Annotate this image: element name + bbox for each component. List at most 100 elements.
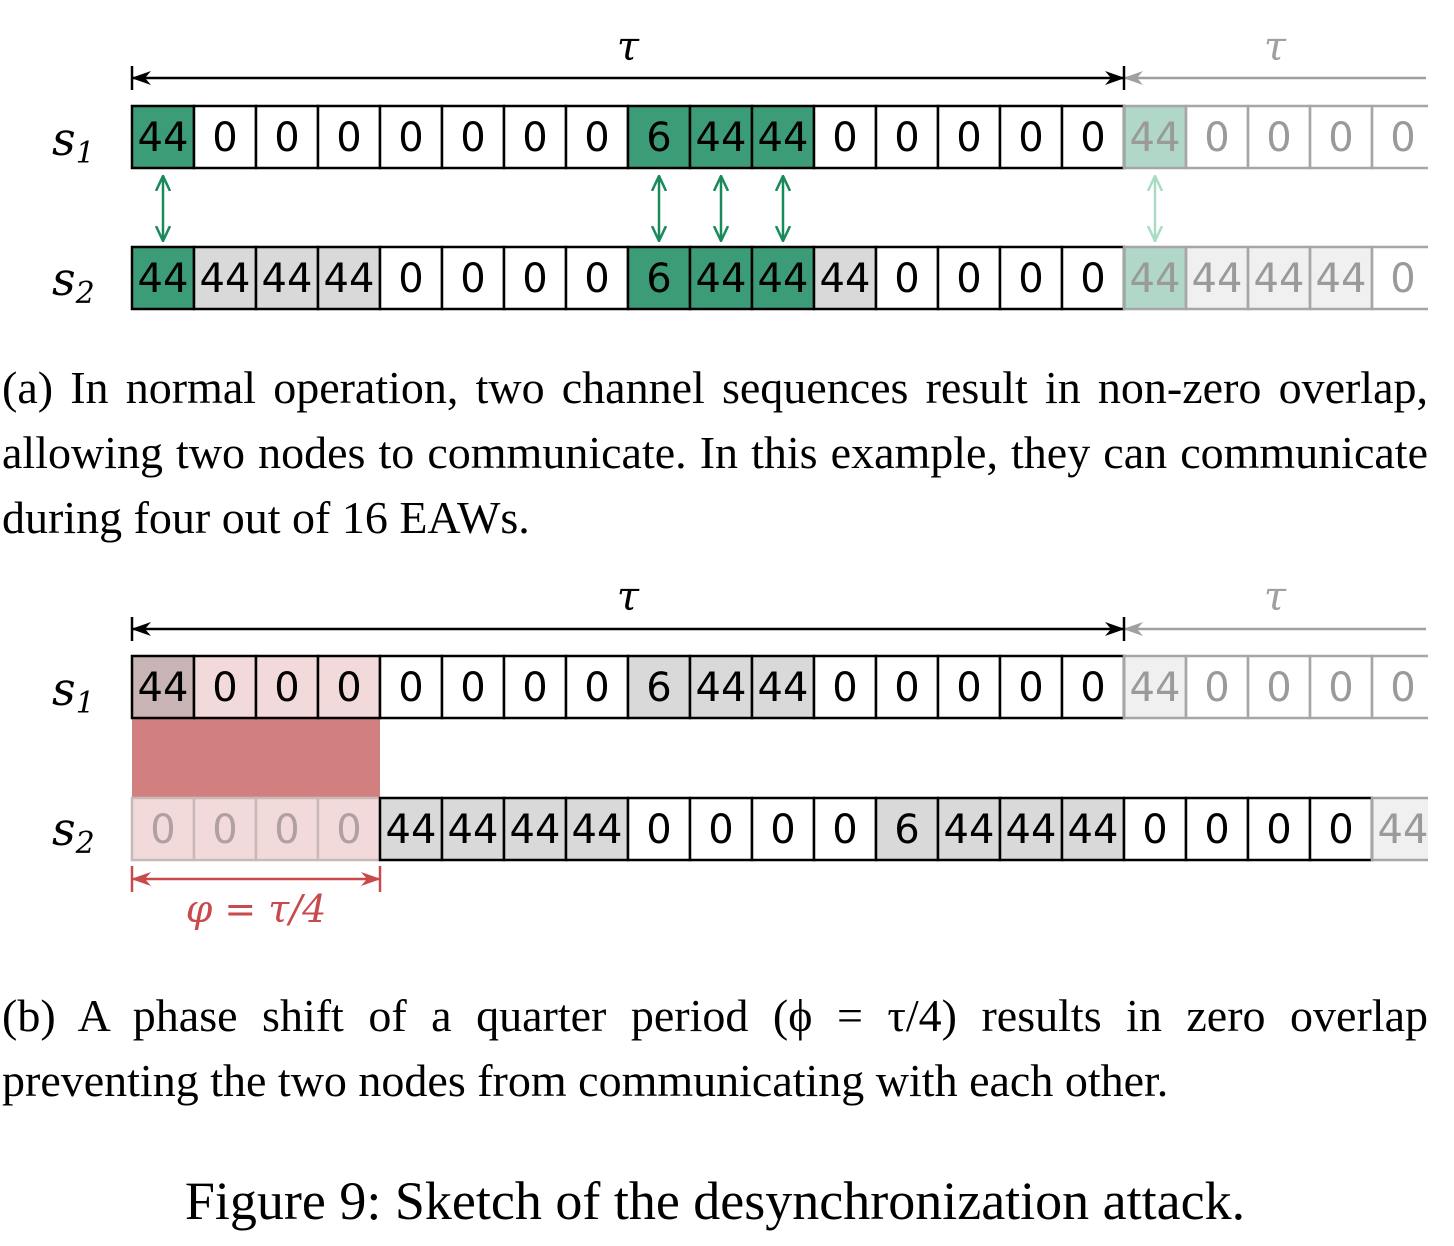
panel-b-s2-cell-value: 44 bbox=[944, 807, 995, 853]
panel-b-s2-cell bbox=[1246, 796, 1312, 862]
panel-a-s2-cell bbox=[378, 245, 444, 311]
panel-b-s1-next-cell-value: 44 bbox=[1130, 665, 1181, 711]
panel-a-s2-cell-value: 44 bbox=[758, 256, 809, 302]
panel-a-s1-cell-value: 0 bbox=[398, 115, 423, 161]
panel-b-s2-cell bbox=[750, 796, 816, 862]
panel-b-s1-next-cell-value: 0 bbox=[1266, 665, 1291, 711]
panel-a-s2-cell-value: 0 bbox=[1018, 256, 1043, 302]
panel-b-s1-next-cell bbox=[1122, 654, 1188, 720]
panel-a-s2-cell-value: 44 bbox=[324, 256, 375, 302]
panel-b-s2-cell bbox=[1308, 796, 1374, 862]
panel-b-s2-cell-value: 44 bbox=[386, 807, 437, 853]
panel-b-tau-next-label: τ bbox=[1264, 574, 1287, 620]
panel-b-s1-cell bbox=[192, 654, 258, 720]
panel-a-s1-cell bbox=[254, 104, 320, 170]
panel-a-s2-next-cell-value: 44 bbox=[1254, 256, 1305, 302]
panel-b-s2-shifted-cell-value: 0 bbox=[274, 807, 299, 853]
panel-b-s2-cell-value: 0 bbox=[1204, 807, 1229, 853]
panel-b-s1-cell bbox=[378, 654, 444, 720]
panel-a-tau-label: τ bbox=[617, 24, 640, 70]
row-edge-mask bbox=[1428, 652, 1454, 722]
panel-b-s2-cell bbox=[874, 796, 940, 862]
panel-a-s1-cell-value: 44 bbox=[758, 115, 809, 161]
panel-a-s1-cell-value: 0 bbox=[522, 115, 547, 161]
row-edge-mask bbox=[1428, 794, 1454, 864]
panel-a-s2-cell bbox=[874, 245, 940, 311]
panel-a-s1-cell-value: 6 bbox=[646, 115, 671, 161]
panel-a-s1-cell-value: 0 bbox=[832, 115, 857, 161]
panel-b-s2-cell-value: 44 bbox=[572, 807, 623, 853]
panel-a-s2-next-cell bbox=[1122, 245, 1188, 311]
panel-a-s1-cell-value: 44 bbox=[138, 115, 189, 161]
panel-a-s2-cell bbox=[254, 245, 320, 311]
panel-b-s1-cell bbox=[254, 654, 320, 720]
panel-b-s2-shifted-cell-value: 0 bbox=[336, 807, 361, 853]
panel-a-s1-next-cell-value: 44 bbox=[1130, 115, 1181, 161]
panel-a-s1-cell-value: 0 bbox=[584, 115, 609, 161]
panel-a-s2-cell bbox=[440, 245, 506, 311]
panel-a-s1-cell bbox=[316, 104, 382, 170]
panel-a-s1-cell bbox=[874, 104, 940, 170]
panel-a-s2-cell bbox=[626, 245, 692, 311]
panel-a-s1-next-cell bbox=[1370, 104, 1436, 170]
panel-b-s2-next-cell-value: 44 bbox=[1378, 807, 1429, 853]
panel-b-s1-cell-value: 0 bbox=[274, 665, 299, 711]
panel-b-s1-next-cell bbox=[1246, 654, 1312, 720]
panel-b-s2-next-cell bbox=[1370, 796, 1436, 862]
panel-b-s1-cell bbox=[874, 654, 940, 720]
panel-a-s1-cell bbox=[626, 104, 692, 170]
panel-a-s2-cell-value: 0 bbox=[584, 256, 609, 302]
panel-a-s1-next-cell-value: 0 bbox=[1204, 115, 1229, 161]
panel-b-s2-cell bbox=[378, 796, 444, 862]
panel-b-s2-cell bbox=[564, 796, 630, 862]
panel-b-s1-cell bbox=[936, 654, 1002, 720]
panel-a-s2-next-cell-value: 44 bbox=[1130, 256, 1181, 302]
panel-b-s2-shifted-cell-value: 0 bbox=[212, 807, 237, 853]
figure-caption: Figure 9: Sketch of the desynchronizatio… bbox=[184, 1171, 1246, 1231]
panel-b-s1-label: s1 bbox=[52, 662, 95, 721]
panel-a-s1-label: s1 bbox=[52, 112, 95, 171]
panel-b-s1-cell-value: 0 bbox=[832, 665, 857, 711]
panel-b-s2-shifted-cell-value: 0 bbox=[150, 807, 175, 853]
panel-b-s2-cell-value: 6 bbox=[894, 807, 919, 853]
panel-a-s1-cell-value: 0 bbox=[460, 115, 485, 161]
panel-b-s1-cell bbox=[688, 654, 754, 720]
panel-a-s2-next-cell-value: 44 bbox=[1192, 256, 1243, 302]
panel-b-s2-cell bbox=[688, 796, 754, 862]
panel-a-s2-cell-value: 44 bbox=[200, 256, 251, 302]
panel-b-s2-cell bbox=[1060, 796, 1126, 862]
panel-a-s2-cell bbox=[1060, 245, 1126, 311]
panel-b-s2-cell bbox=[626, 796, 692, 862]
panel-a-s1-next-cell-value: 0 bbox=[1266, 115, 1291, 161]
panel-b-s1-cell-value: 0 bbox=[894, 665, 919, 711]
panel-a-s2-cell bbox=[812, 245, 878, 311]
panel-a-s2-cell bbox=[998, 245, 1064, 311]
panel-a-s1-next-cell-value: 0 bbox=[1328, 115, 1353, 161]
panel-b-s1-cell bbox=[316, 654, 382, 720]
panel-b-s1-next-cell bbox=[1308, 654, 1374, 720]
panel-b-s2-cell-value: 44 bbox=[1006, 807, 1057, 853]
panel-a-s2-next-cell bbox=[1184, 245, 1250, 311]
panel-a-s2-next-cell-value: 0 bbox=[1390, 256, 1415, 302]
panel-b-s2-cell-value: 0 bbox=[646, 807, 671, 853]
panel-a-s1-cell-value: 0 bbox=[336, 115, 361, 161]
panel-b-s1-next-cell-value: 0 bbox=[1390, 665, 1415, 711]
panel-b-s2-cell-value: 0 bbox=[1328, 807, 1353, 853]
panel-b-s1-cell-value: 0 bbox=[460, 665, 485, 711]
panel-a-s1-next-cell bbox=[1122, 104, 1188, 170]
panel-a-s2-next-cell bbox=[1370, 245, 1436, 311]
panel-b-s1-cell-value: 0 bbox=[1018, 665, 1043, 711]
panel-a-s2-cell-value: 6 bbox=[646, 256, 671, 302]
panel-b-s2-cell-value: 0 bbox=[1142, 807, 1167, 853]
panel-a-s1-cell bbox=[998, 104, 1064, 170]
panel-a-s1-cell-value: 0 bbox=[956, 115, 981, 161]
panel-b-s1-cell-value: 0 bbox=[584, 665, 609, 711]
panel-b-s2-shifted-cell bbox=[316, 796, 382, 862]
panel-b-s1-cell-value: 0 bbox=[398, 665, 423, 711]
panel-a-s2-cell-value: 44 bbox=[696, 256, 747, 302]
panel-b-s1-cell bbox=[812, 654, 878, 720]
caption-b: (b) A phase shift of a quarter period (ϕ… bbox=[2, 990, 1428, 1106]
